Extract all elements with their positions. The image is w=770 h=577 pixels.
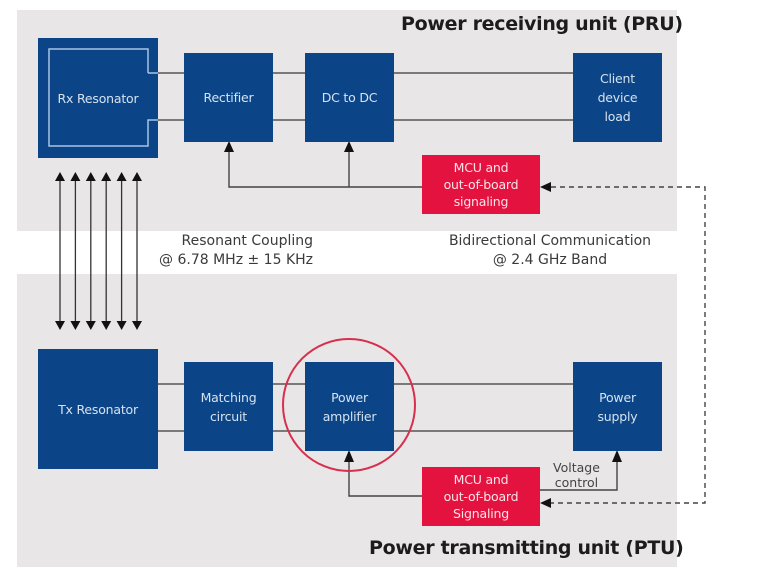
rx-resonator-block: Rx Resonator (38, 38, 158, 158)
bidirectional-comm-caption: Bidirectional Communication @ 2.4 GHz Ba… (430, 232, 670, 270)
power-amplifier-highlight-circle (282, 338, 416, 472)
arrowhead-down (101, 321, 112, 330)
arrowhead-down (85, 321, 96, 330)
coupling-line2: @ 6.78 MHz ± 15 KHz (159, 252, 313, 268)
coupling-arrow (101, 172, 112, 330)
coupling-arrow (85, 172, 96, 330)
pru-title: Power receiving unit (PRU) (401, 13, 683, 35)
power-supply-block: Power supply (573, 362, 662, 451)
ptu-mcu-to-pa-line (348, 462, 422, 497)
arrowhead-pa (344, 450, 354, 462)
coupling-arrow (70, 172, 81, 330)
dc-to-dc-block: DC to DC (305, 53, 394, 142)
arrowhead-up (85, 172, 96, 181)
resonant-coupling-arrows (55, 172, 142, 330)
tx-resonator-label: Tx Resonator (58, 401, 138, 417)
power-amplifier-label: Power amplifier (322, 389, 377, 424)
client-device-load-block: Client device load (573, 53, 662, 142)
comm-line1: Bidirectional Communication (448, 233, 652, 249)
rectifier-label: Rectifier (203, 90, 254, 105)
bidirectional-comm-dashed-line (551, 186, 706, 504)
arrowhead-up (55, 172, 65, 181)
arrowhead-down (132, 321, 142, 330)
client-device-load-label: Client device load (597, 71, 638, 124)
coupling-arrow (116, 172, 127, 330)
arrowhead-pru-mcu (540, 182, 551, 192)
pru-mcu-block: MCU and out-of-board signaling (422, 155, 540, 214)
arrowhead-up (132, 172, 142, 181)
voltage-control-label: Voltage control (553, 460, 600, 490)
ptu-mcu-label: MCU and out-of-board Signaling (443, 472, 519, 521)
arrowhead-rectifier (224, 141, 234, 152)
arrowhead-ptu-mcu (540, 498, 551, 508)
resonant-coupling-caption: Resonant Coupling @ 6.78 MHz ± 15 KHz (158, 232, 313, 270)
ptu-title: Power transmitting unit (PTU) (369, 537, 684, 559)
matching-circuit-block: Matching circuit (184, 362, 273, 451)
comm-line2: @ 2.4 GHz Band (492, 252, 608, 268)
coupling-line1: Resonant Coupling (181, 233, 313, 249)
coupling-arrow (55, 172, 65, 330)
arrowhead-up (70, 172, 81, 181)
pru-mcu-feedback-line (228, 152, 422, 188)
arrowhead-power-supply (612, 450, 622, 462)
rectifier-block: Rectifier (184, 53, 273, 142)
arrowhead-down (116, 321, 127, 330)
dc-to-dc-label: DC to DC (321, 90, 378, 105)
matching-circuit-label: Matching circuit (200, 389, 257, 424)
pru-mcu-label: MCU and out-of-board signaling (443, 160, 519, 209)
power-amplifier-block: Power amplifier (305, 362, 394, 451)
arrowhead-dcdc (344, 141, 354, 152)
rx-resonator-label: Rx Resonator (57, 90, 139, 106)
arrowhead-down (70, 321, 81, 330)
tx-resonator-block: Tx Resonator (38, 349, 158, 469)
voltage-control-line (540, 462, 618, 491)
arrowhead-up (116, 172, 127, 181)
power-supply-label: Power supply (597, 389, 638, 424)
arrowhead-down (55, 321, 65, 330)
arrowhead-up (101, 172, 112, 181)
ptu-mcu-block: MCU and out-of-board Signaling (422, 467, 540, 526)
coupling-arrow (132, 172, 142, 330)
